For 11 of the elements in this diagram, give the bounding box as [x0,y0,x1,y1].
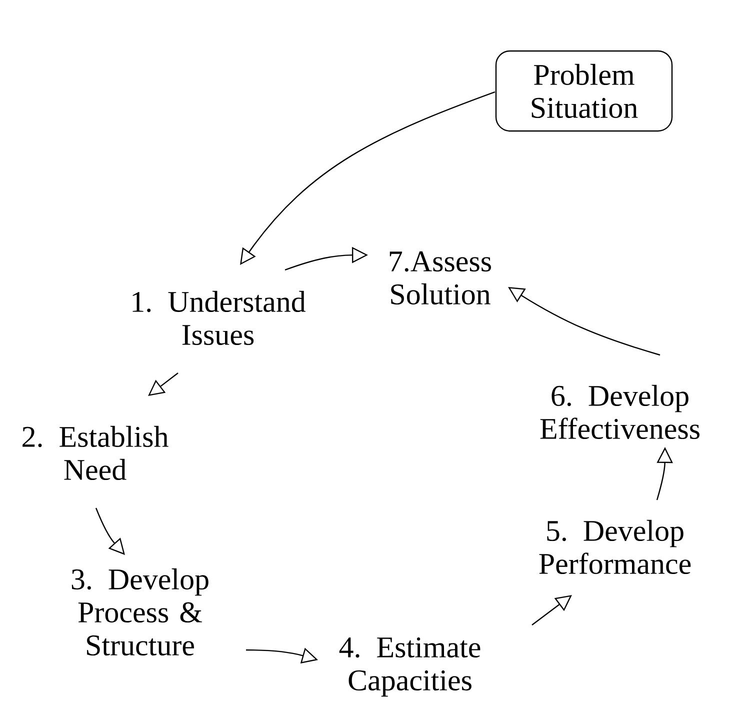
step-label: 6. Develop Effectiveness [540,384,700,440]
step-label: 3. Develop Process & Structure [72,568,208,656]
step-label: 4. Estimate Capacities [339,637,480,697]
step-label: 7.Assess Solution [390,251,491,305]
step-label: 1. Understand Issues [132,290,306,346]
arrow [532,595,572,626]
arrow [148,372,178,396]
arrow [95,508,125,555]
step-label: 2. Establish Need [22,426,168,480]
step-label: 5. Develop Performance [539,520,691,574]
rounded-box: Problem Situation [495,50,673,132]
